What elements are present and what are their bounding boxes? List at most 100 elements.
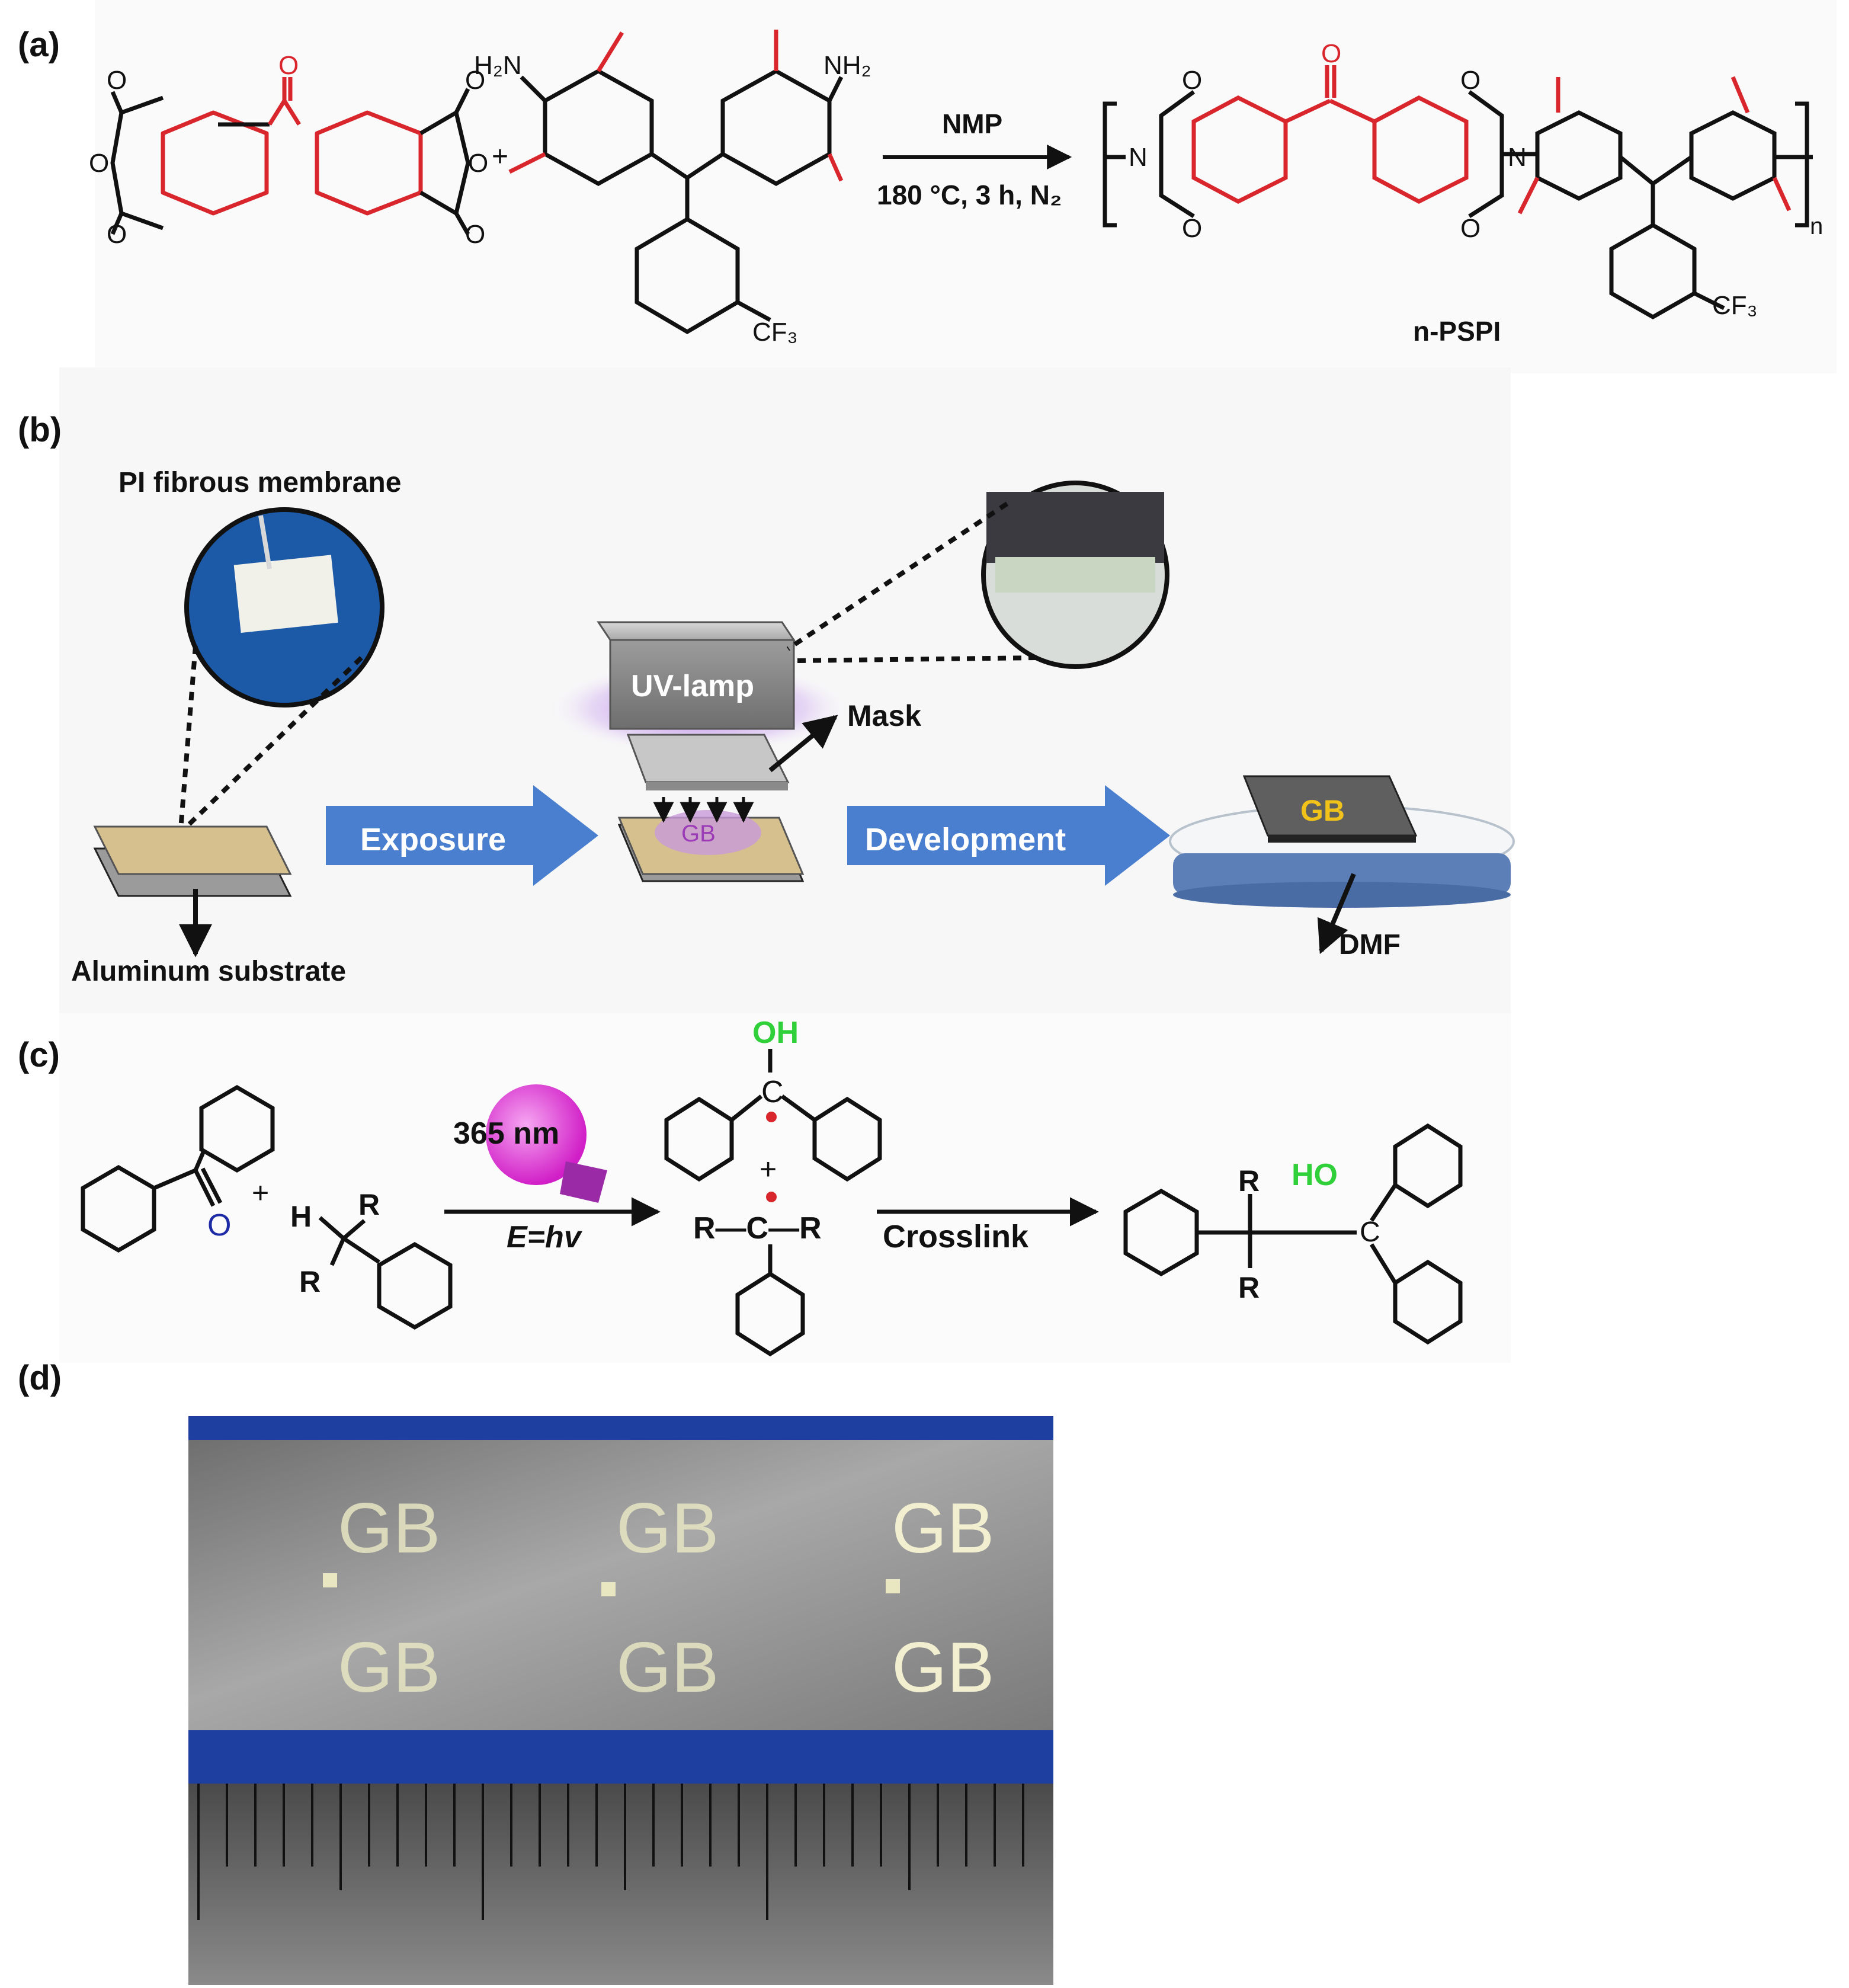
mask-arrow <box>768 715 838 773</box>
photo-ruler <box>188 1784 1053 1985</box>
alkyl-radical-group: R—C—R <box>693 1211 822 1246</box>
donor-r-bottom: R <box>299 1265 321 1298</box>
panel-a: (a) O O O O O O O + <box>18 0 1837 373</box>
nh2-left-label: H₂N <box>474 51 522 80</box>
plus-sign-c2: + <box>760 1153 777 1186</box>
photo-alignment-mark-1 <box>323 1573 337 1587</box>
panel-a-label: (a) <box>18 25 60 64</box>
btda-structure <box>110 77 470 235</box>
btda-o-ring-left: O <box>89 149 109 178</box>
btda-o-top-right: O <box>465 66 485 95</box>
panel-b: (b) PI fibrous membrane Aluminum substra… <box>18 367 1515 1013</box>
developed-sample-edge <box>1268 835 1416 843</box>
membrane-label: PI fibrous membrane <box>118 467 401 498</box>
product-c: C <box>1360 1217 1380 1248</box>
substrate-2-pattern: GB <box>681 821 716 847</box>
zoom-line-left-2 <box>182 656 363 831</box>
energy-label: E=hv <box>507 1220 583 1254</box>
dmf-arrow <box>1317 873 1356 955</box>
ketyl-radical-dot <box>766 1112 777 1122</box>
plus-sign-c1: + <box>252 1176 269 1209</box>
panel-b-label: (b) <box>18 411 62 449</box>
polymer-o-1: O <box>1182 66 1202 95</box>
polymer-structure <box>1103 65 1813 320</box>
polymer-carbonyl-o: O <box>1321 39 1341 68</box>
uv-lamp-label: UV-lamp <box>631 669 754 703</box>
panel-d: (d) GB GB GB GB GB GB <box>18 1359 1053 1985</box>
ruler-ticks <box>197 1784 1024 1920</box>
panel-d-label: (d) <box>18 1359 62 1397</box>
polymer-repeat-n: n <box>1810 213 1823 239</box>
polymer-o-4: O <box>1460 214 1481 243</box>
polymer-o-3: O <box>1460 66 1481 95</box>
polymer-n-right: N <box>1508 143 1527 172</box>
panel-a-background <box>95 0 1837 373</box>
diamine-structure <box>508 30 844 335</box>
btda-o-ring-right: O <box>468 149 488 178</box>
photo-alignment-mark-3 <box>886 1579 900 1593</box>
ketyl-c: C <box>761 1075 784 1109</box>
crosslink-product-structure <box>1123 1123 1463 1345</box>
btda-o-bottom-right: O <box>465 220 485 249</box>
tweezer-line <box>258 515 272 569</box>
panel-c: (c) O + H R R 365 nm E=hv OH <box>18 1013 1511 1363</box>
dmf-label: DMF <box>1339 929 1401 961</box>
mask-photo-dark <box>986 492 1164 563</box>
btda-o-top-left: O <box>107 66 127 95</box>
wavelength-label: 365 nm <box>453 1116 559 1151</box>
conditions-top: NMP <box>942 108 1002 139</box>
mask-photo-grid <box>995 557 1155 593</box>
substrate-label: Aluminum substrate <box>71 956 346 987</box>
polymer-cf3-label: CF₃ <box>1712 291 1758 320</box>
panel-c-label: (c) <box>18 1036 60 1074</box>
product-r-top: R <box>1238 1164 1260 1198</box>
ketyl-structure <box>664 1094 882 1182</box>
uv-lamp-front <box>609 639 795 730</box>
exposure-arrow-icon <box>326 785 598 886</box>
mask-label: Mask <box>847 699 921 732</box>
alkyl-structure <box>735 1244 805 1357</box>
petri-dish-bottom <box>1173 882 1511 908</box>
photo-alignment-mark-2 <box>601 1582 616 1596</box>
photo-pattern-3: GB <box>892 1488 994 1568</box>
uv-bulb-icon <box>486 1084 587 1185</box>
development-label: Development <box>865 822 1066 857</box>
exposure-label: Exposure <box>360 822 506 857</box>
conditions-bottom: 180 °C, 3 h, N₂ <box>877 180 1062 210</box>
nh2-right-label: NH₂ <box>823 51 871 80</box>
product-r-bottom: R <box>1238 1271 1260 1304</box>
developed-sample-pattern: GB <box>1300 794 1345 827</box>
btda-carbonyl-o: O <box>278 51 299 80</box>
cf3-diamine-label: CF₃ <box>752 318 798 347</box>
product-name-label: n-PSPI <box>1413 316 1501 347</box>
crosslink-label: Crosslink <box>883 1219 1029 1254</box>
btda-o-bottom-left: O <box>107 220 127 249</box>
substrate-1-foil-top <box>93 825 292 875</box>
photo-pattern-1: GB <box>338 1488 440 1568</box>
donor-h: H <box>290 1200 312 1233</box>
photo-pattern-4: GB <box>338 1628 440 1707</box>
mask-plate-edge <box>646 782 788 790</box>
development-arrow-icon <box>847 785 1170 886</box>
uv-lamp-top <box>597 621 796 641</box>
panel-c-background <box>59 1013 1511 1363</box>
polymer-o-2: O <box>1182 214 1202 243</box>
zoom-line-right-1 <box>786 501 1009 651</box>
plus-sign-a: + <box>492 141 508 172</box>
alkyl-radical-dot <box>766 1192 777 1202</box>
benzophenone-oxygen: O <box>207 1208 231 1243</box>
benzophenone-structure <box>81 1084 275 1253</box>
membrane-sample-photo <box>233 555 338 633</box>
mask-plate <box>626 734 790 783</box>
uv-bulb-base <box>560 1161 607 1203</box>
donor-structure <box>318 1216 453 1330</box>
polymer-n-left: N <box>1129 143 1148 172</box>
ketyl-oh: OH <box>752 1016 799 1050</box>
photo-pattern-2: GB <box>616 1488 719 1568</box>
donor-r-top: R <box>358 1188 380 1221</box>
uv-ray-arrows <box>653 797 754 823</box>
photo-pattern-5: GB <box>616 1628 719 1707</box>
photo-pattern-6: GB <box>892 1628 994 1707</box>
product-ho: HO <box>1292 1158 1338 1192</box>
